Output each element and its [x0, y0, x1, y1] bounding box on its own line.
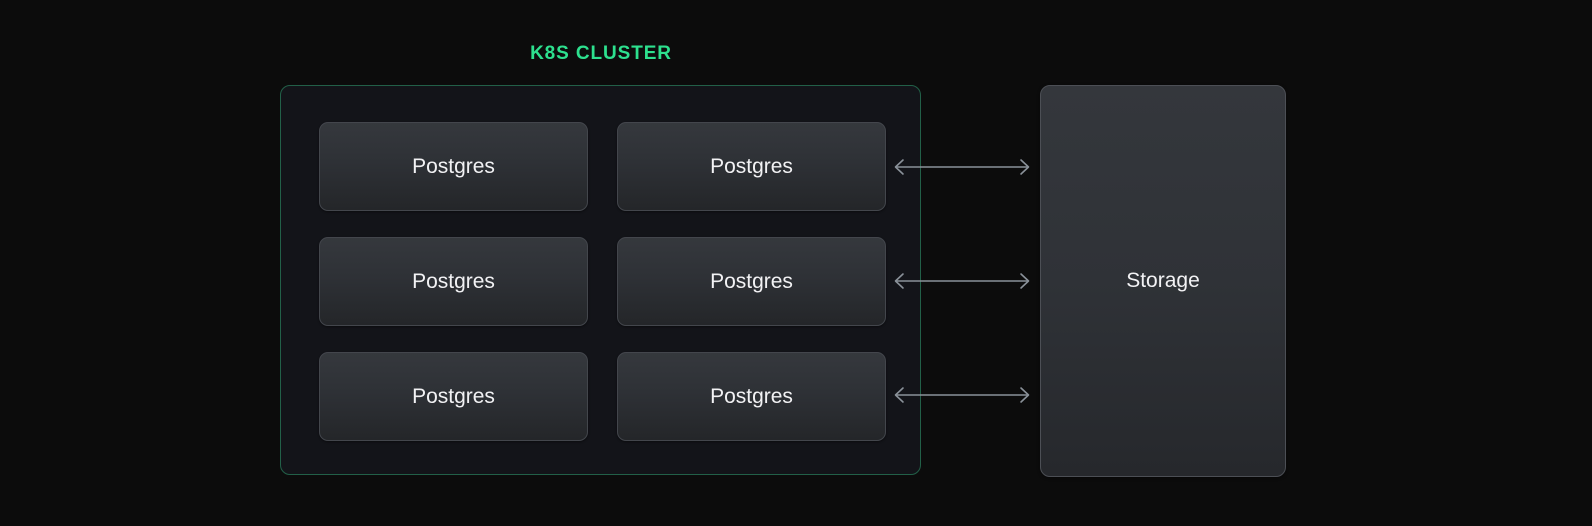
postgres-node[interactable]: Postgres — [319, 122, 588, 211]
cluster-title: K8S CLUSTER — [530, 43, 672, 64]
postgres-node-label: Postgres — [710, 269, 793, 293]
storage-node-label: Storage — [1126, 269, 1200, 292]
postgres-node[interactable]: Postgres — [617, 122, 886, 211]
postgres-node-label: Postgres — [412, 269, 495, 293]
postgres-node[interactable]: Postgres — [319, 352, 588, 441]
postgres-node-label: Postgres — [710, 384, 793, 408]
postgres-node[interactable]: Postgres — [319, 237, 588, 326]
storage-node[interactable]: Storage — [1040, 85, 1286, 477]
postgres-node-label: Postgres — [710, 154, 793, 178]
postgres-node-label: Postgres — [412, 154, 495, 178]
postgres-node-label: Postgres — [412, 384, 495, 408]
postgres-node[interactable]: Postgres — [617, 237, 886, 326]
postgres-node[interactable]: Postgres — [617, 352, 886, 441]
